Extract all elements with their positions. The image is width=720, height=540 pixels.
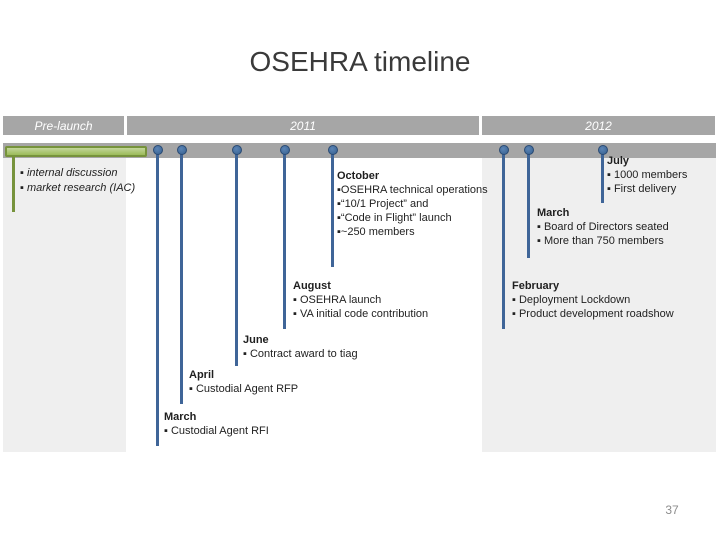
pin-icon xyxy=(598,145,608,155)
timeline-segment-label: Pre-launch xyxy=(34,118,93,133)
note-item: ▪ market research (IAC) xyxy=(20,182,136,194)
year-2012-panel xyxy=(482,158,716,452)
pin-stem-august-2011 xyxy=(283,150,286,329)
event-month: August xyxy=(293,280,331,292)
note-item: ▪ internal discussion xyxy=(20,167,118,179)
pin-icon xyxy=(153,145,163,155)
event-item: ▪ Deployment Lockdown xyxy=(512,294,631,306)
event-item: ▪ More than 750 members xyxy=(537,235,664,247)
pin-stem-october-2011 xyxy=(331,150,334,267)
prelaunch-connector-line xyxy=(12,155,15,212)
pin-icon xyxy=(280,145,290,155)
pin-stem-july-2012 xyxy=(601,150,604,203)
pin-stem-march-2012 xyxy=(527,150,530,258)
event-item: ▪ 1000 members xyxy=(607,169,688,181)
event-item: ▪“10/1 Project” and xyxy=(337,198,429,210)
page-number: 37 xyxy=(665,503,679,517)
prelaunch-notes: ▪ internal discussion ▪ market research … xyxy=(20,166,135,196)
event-month: February xyxy=(512,280,560,292)
event-month: July xyxy=(607,155,630,167)
event-june-2011: June ▪ Contract award to tiag xyxy=(243,333,358,361)
event-item: ▪“Code in Flight” launch xyxy=(337,212,452,224)
pin-icon xyxy=(177,145,187,155)
event-month: March xyxy=(164,411,197,423)
timeline-segment-label: 2011 xyxy=(290,118,316,133)
prelaunch-panel xyxy=(3,158,126,452)
event-item: ▪ VA initial code contribution xyxy=(293,308,429,320)
pin-icon xyxy=(232,145,242,155)
timeline-segment-2011: 2011 xyxy=(127,116,479,135)
pin-icon xyxy=(328,145,338,155)
event-item: ▪~250 members xyxy=(337,226,415,238)
event-august-2011: August ▪ OSEHRA launch ▪ VA initial code… xyxy=(293,279,428,321)
timeline-segment-2012: 2012 xyxy=(482,116,715,135)
event-item: ▪ Board of Directors seated xyxy=(537,221,669,233)
pin-stem-june-2011 xyxy=(235,150,238,366)
event-item: ▪OSEHRA technical operations xyxy=(337,184,488,196)
event-item: ▪ Custodial Agent RFP xyxy=(189,383,299,395)
pin-stem-february-2012 xyxy=(502,150,505,329)
event-item: ▪ Product development roadshow xyxy=(512,308,674,320)
event-month: April xyxy=(189,369,215,381)
event-april-2011: April ▪ Custodial Agent RFP xyxy=(189,368,298,396)
event-month: October xyxy=(337,170,380,182)
event-march-2011: March ▪ Custodial Agent RFI xyxy=(164,410,269,438)
event-item: ▪ Contract award to tiag xyxy=(243,348,358,360)
timeline-segment-prelaunch: Pre-launch xyxy=(3,116,124,135)
event-item: ▪ First delivery xyxy=(607,183,677,195)
event-july-2012: July ▪ 1000 members ▪ First delivery xyxy=(607,154,687,196)
pin-icon xyxy=(524,145,534,155)
pin-stem-april-2011 xyxy=(180,150,183,404)
pin-stem-march-2011 xyxy=(156,150,159,446)
event-february-2012: February ▪ Deployment Lockdown ▪ Product… xyxy=(512,279,674,321)
prelaunch-duration-bar xyxy=(5,146,147,157)
event-item: ▪ OSEHRA launch xyxy=(293,294,382,306)
event-item: ▪ Custodial Agent RFI xyxy=(164,425,269,437)
event-month: June xyxy=(243,334,269,346)
timeline-segment-label: 2012 xyxy=(585,118,612,133)
pin-icon xyxy=(499,145,509,155)
page-title: OSEHRA timeline xyxy=(249,46,471,77)
event-october-2011: October ▪OSEHRA technical operations ▪“1… xyxy=(337,169,488,239)
event-march-2012: March ▪ Board of Directors seated ▪ More… xyxy=(537,206,669,248)
event-month: March xyxy=(537,207,570,219)
